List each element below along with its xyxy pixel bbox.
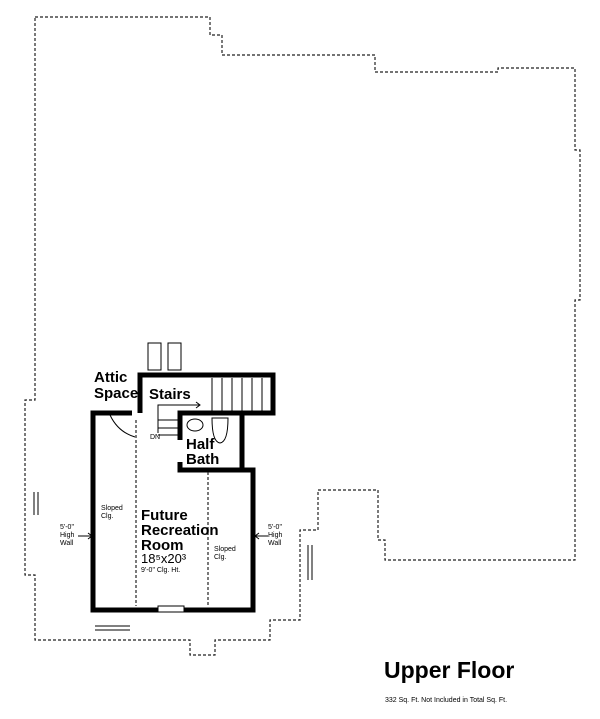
- chimney-vents: [147, 342, 182, 371]
- window: [157, 605, 185, 613]
- half-label: Half: [186, 436, 215, 453]
- stairs-walls: [137, 372, 276, 440]
- door-swing: [109, 414, 136, 438]
- wall-left-3: Wall: [60, 540, 74, 547]
- rec-label-2: Recreation: [141, 522, 219, 539]
- rec-ceiling-height: 9'-0" Clg. Ht.: [141, 567, 181, 574]
- house-outline: [24, 16, 581, 656]
- space-label: Space: [94, 385, 139, 402]
- plan-subtitle: 332 Sq. Ft. Not Included in Total Sq. Ft…: [385, 697, 508, 704]
- bath-label: Bath: [186, 451, 220, 468]
- wall-arrows: [78, 532, 268, 540]
- rec-label-3: Room: [141, 537, 184, 554]
- down-label: DN: [150, 434, 161, 441]
- attic-label: Attic: [94, 369, 128, 386]
- recreation-room-walls: [90, 410, 256, 613]
- sloped-right-1: Sloped: [214, 546, 236, 553]
- wall-right-3: Wall: [268, 540, 282, 547]
- sloped-right-2: Clg.: [214, 554, 227, 561]
- sloped-ceiling-lines: [135, 420, 209, 606]
- stair-treads: [157, 378, 263, 436]
- wall-left-1: 5'-0": [60, 524, 74, 531]
- sloped-left-2: Clg.: [101, 513, 114, 520]
- rec-label-1: Future: [141, 507, 188, 524]
- bath-fixtures: [186, 417, 229, 444]
- wall-right-2: High: [268, 532, 283, 539]
- wall-left-2: High: [60, 532, 75, 539]
- wall-right-1: 5'-0": [268, 524, 282, 531]
- deck-marks: [33, 492, 313, 631]
- stairs-label: Stairs: [149, 386, 191, 403]
- plan-title: Upper Floor: [384, 657, 515, 683]
- rec-dimensions: 18⁵x20³: [141, 551, 187, 566]
- sloped-left-1: Sloped: [101, 505, 123, 512]
